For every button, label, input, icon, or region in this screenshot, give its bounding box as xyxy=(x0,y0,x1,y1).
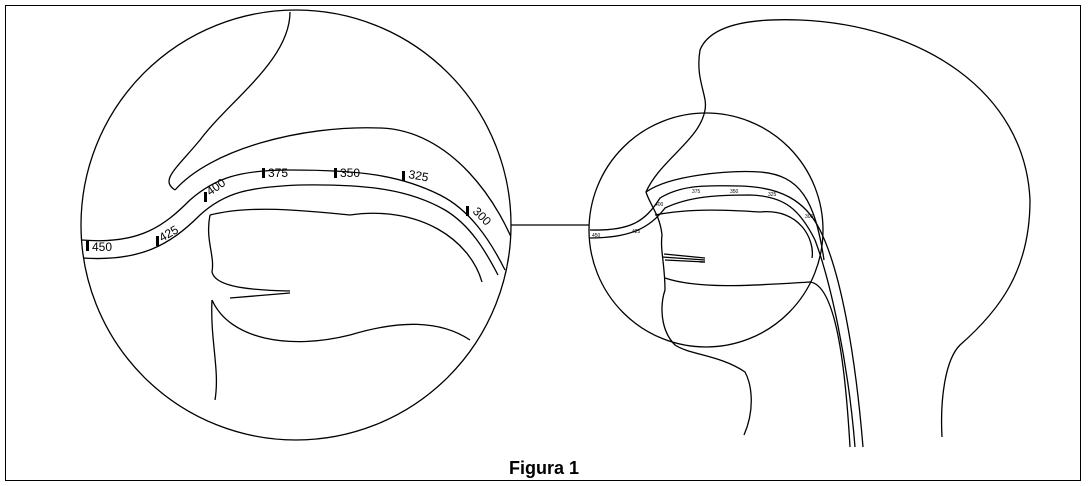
head-profile xyxy=(645,19,1031,438)
right-markers: 450 425 400 375 350 325 300 xyxy=(592,189,814,239)
head-interior xyxy=(645,170,851,448)
figure-frame xyxy=(5,5,1081,481)
right-tube xyxy=(589,185,864,448)
small-marker-350: 350 xyxy=(730,189,739,195)
zoom-marker-425: 425 xyxy=(157,222,182,244)
small-marker-450: 450 xyxy=(592,233,601,239)
zoom-marker-350: 350 xyxy=(340,166,360,180)
small-marker-300: 300 xyxy=(805,214,814,220)
zoom-marker-325: 325 xyxy=(407,167,429,184)
small-marker-425: 425 xyxy=(632,229,641,235)
zoom-marker-450: 450 xyxy=(92,240,112,254)
source-circle xyxy=(588,112,824,348)
figure-caption: Figura 1 xyxy=(508,458,579,478)
small-marker-375: 375 xyxy=(692,189,701,195)
zoom-marker-300: 300 xyxy=(470,204,494,228)
magnified-anatomy xyxy=(81,11,511,401)
zoom-marker-375: 375 xyxy=(268,166,288,180)
small-marker-400: 400 xyxy=(655,202,664,208)
small-marker-325: 325 xyxy=(768,192,777,198)
magnifier-circle xyxy=(80,9,512,441)
